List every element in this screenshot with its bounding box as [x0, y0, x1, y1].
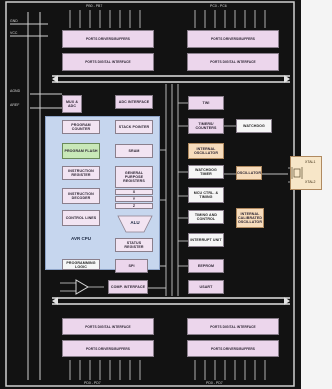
pin-vcc-label: VCC — [10, 31, 18, 35]
pin-port-b-label: PB0 - PB7 — [86, 4, 103, 8]
alu-label: ALU — [130, 220, 140, 225]
oscillator-block: OSCILLATOR — [236, 166, 262, 180]
register-y: Y — [115, 196, 153, 202]
comp-interface-block: COMP. INTERFACE — [108, 280, 148, 294]
port-digital-bottom-right: PORTS DIGITAL INTERFACE — [187, 318, 279, 335]
pin-port-c-label: PC0 - PC6 — [210, 4, 227, 8]
avr-cpu-label: AVR CPU — [71, 236, 91, 241]
adc-interface-block: ADC INTERFACE — [115, 95, 153, 109]
eeprom-block: EEPROM — [188, 259, 224, 273]
port-digital-top-right: PORTS DIGITAL INTERFACE — [187, 53, 279, 71]
programming-logic-block: PROGRAMMING LOGIC — [62, 259, 100, 270]
register-z: Z — [115, 203, 153, 209]
watchdog-block: WATCHDOG — [236, 119, 272, 133]
pin-gnd-label: GND — [10, 19, 18, 23]
pin-agnd-label: AGND — [10, 89, 21, 93]
crystal-box — [290, 156, 322, 190]
stack-pointer-block: STACK POINTER — [115, 120, 153, 134]
port-drivers-top-right: PORTS DRIVERS/BUFFERS — [187, 30, 279, 48]
timing-control-block: TIMING AND CONTROL — [188, 210, 224, 224]
program-counter-block: PROGRAM COUNTER — [62, 120, 100, 134]
instruction-decoder-block: INSTRUCTION DECODER — [62, 188, 100, 204]
interrupt-unit-block: INTERRUPT UNIT — [188, 233, 224, 247]
instruction-register-block: INSTRUCTION REGISTER — [62, 166, 100, 180]
pin-xtal2-label: XTAL2 — [305, 180, 316, 184]
mux-adc-block: MUX & ADC — [62, 95, 82, 113]
register-x: X — [115, 189, 153, 195]
pin-xtal1-label: XTAL1 — [305, 160, 316, 164]
program-flash-block: PROGRAM FLASH — [62, 143, 100, 159]
mcu-control-register-block: MCU CTRL. & TIMING — [188, 187, 224, 203]
sram-block: SRAM — [115, 144, 153, 158]
pin-port-d-right-label: PD0 - PD7 — [206, 381, 223, 385]
spi-block: SPI — [115, 259, 148, 273]
internal-calibrated-oscillator-block: INTERNAL CALIBRATED OSCILLATOR — [236, 208, 264, 228]
right-edge-strip — [301, 0, 332, 389]
port-digital-bottom-left: PORTS DIGITAL INTERFACE — [62, 318, 154, 335]
control-lines-block: CONTROL LINES — [62, 210, 100, 226]
general-purpose-registers-block: GENERAL PURPOSE REGISTERS — [115, 166, 153, 188]
internal-oscillator-block: INTERNAL OSCILLATOR — [188, 143, 224, 159]
pin-aref-label: AREF — [10, 103, 20, 107]
timers-counters-block: TIMERS/ COUNTERS — [188, 118, 224, 134]
twi-block: TWI — [188, 96, 224, 110]
watchdog-timer-block: WATCHDOG TIMER — [188, 165, 224, 179]
port-drivers-bottom-left: PORTS DRIVERS/BUFFERS — [62, 340, 154, 357]
port-digital-top-left: PORTS DIGITAL INTERFACE — [62, 53, 154, 71]
port-drivers-top-left: PORTS DRIVERS/BUFFERS — [62, 30, 154, 48]
status-register-block: STATUS REGISTER — [115, 238, 153, 252]
pin-port-d-left-label: PD0 - PD7 — [84, 381, 101, 385]
port-drivers-bottom-right: PORTS DRIVERS/BUFFERS — [187, 340, 279, 357]
usart-block: USART — [188, 280, 224, 294]
